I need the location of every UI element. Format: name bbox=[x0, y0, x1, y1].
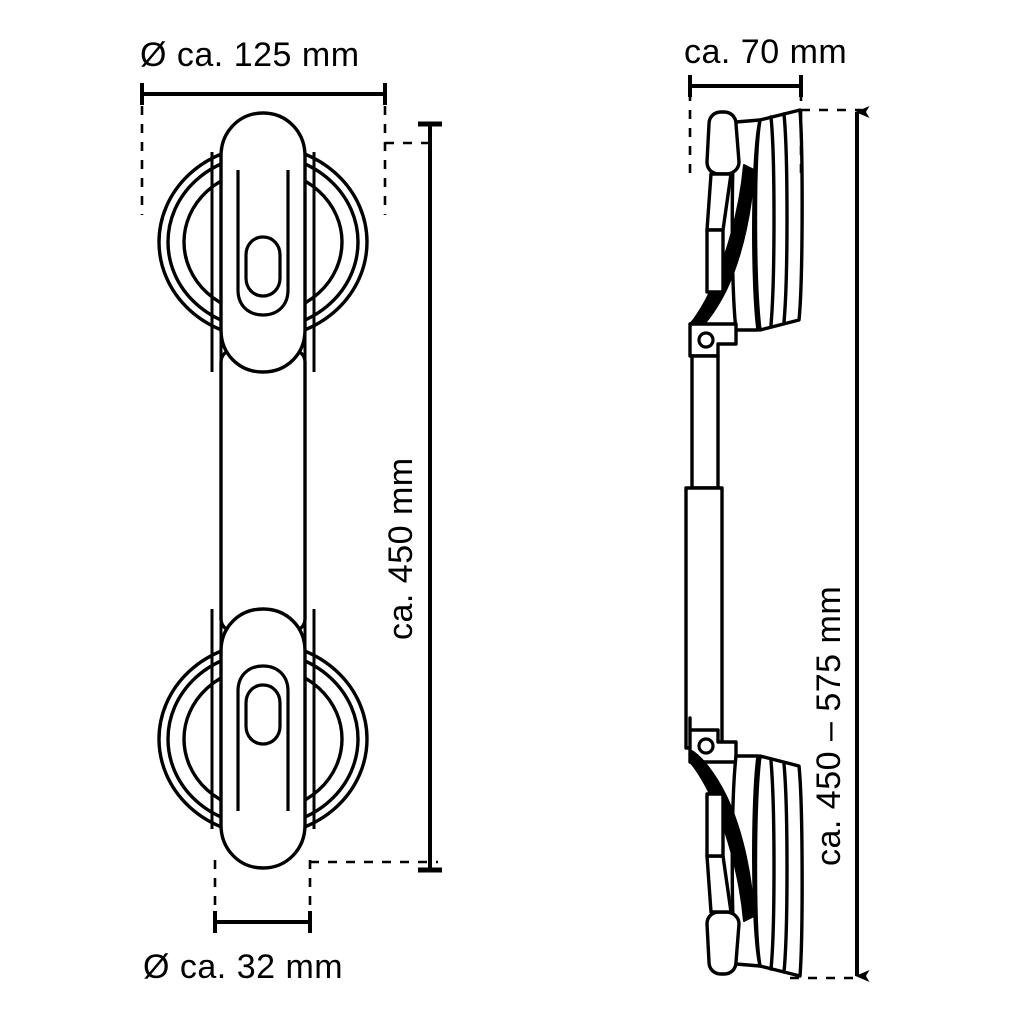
cup-disc-outer bbox=[753, 108, 804, 332]
top-lever-release-slot bbox=[244, 235, 282, 298]
bottom-joint-screw bbox=[697, 737, 715, 755]
handle-side-rails bbox=[210, 152, 316, 829]
lever-pivot-bracket bbox=[705, 228, 725, 294]
cup-disc-inner bbox=[769, 759, 776, 971]
bottom-lever-release-slot bbox=[244, 683, 282, 746]
dimension-cup-diameter: Ø ca. 125 mm bbox=[140, 36, 438, 215]
cup-disc-inner bbox=[769, 115, 776, 327]
dimension-label-depth: ca. 70 mm bbox=[684, 33, 847, 71]
top-joint-screw bbox=[697, 331, 715, 349]
dimension-label-grip-diameter: Ø ca. 32 mm bbox=[143, 948, 343, 986]
bottom-lever-tongue bbox=[236, 664, 290, 811]
side-view-bottom-release-lever bbox=[689, 749, 755, 976]
side-view bbox=[684, 108, 804, 978]
lever-stem bbox=[705, 854, 733, 914]
side-view-top-release-lever bbox=[689, 110, 755, 337]
top-lever-tongue bbox=[236, 170, 290, 317]
dimension-grip-diameter: Ø ca. 32 mm bbox=[143, 860, 438, 986]
side-view-telescope-tube-lower bbox=[684, 486, 724, 750]
lever-stem bbox=[705, 172, 733, 232]
cup-disc-outer bbox=[753, 754, 804, 978]
lever-pivot-bracket bbox=[705, 792, 725, 858]
dimension-depth: ca. 70 mm bbox=[684, 33, 862, 180]
dimension-overall-length: ca. 450 mm bbox=[382, 121, 442, 873]
dimension-adjustable-length: ca. 450 – 575 mm bbox=[790, 106, 870, 982]
side-view-telescope-tube-upper bbox=[690, 354, 720, 490]
lever-knob bbox=[705, 910, 741, 976]
handle-middle-tube bbox=[219, 347, 307, 634]
front-view bbox=[157, 111, 369, 870]
dimension-label-overall-length: ca. 450 mm bbox=[382, 457, 420, 640]
dimension-label-adjustable-length: ca. 450 – 575 mm bbox=[810, 586, 848, 866]
cup-disc-mid bbox=[782, 112, 789, 324]
dimension-label-cup-diameter: Ø ca. 125 mm bbox=[140, 36, 360, 74]
lever-knob bbox=[705, 110, 741, 176]
cup-disc-mid bbox=[782, 762, 789, 974]
lever-arm bbox=[689, 749, 755, 922]
